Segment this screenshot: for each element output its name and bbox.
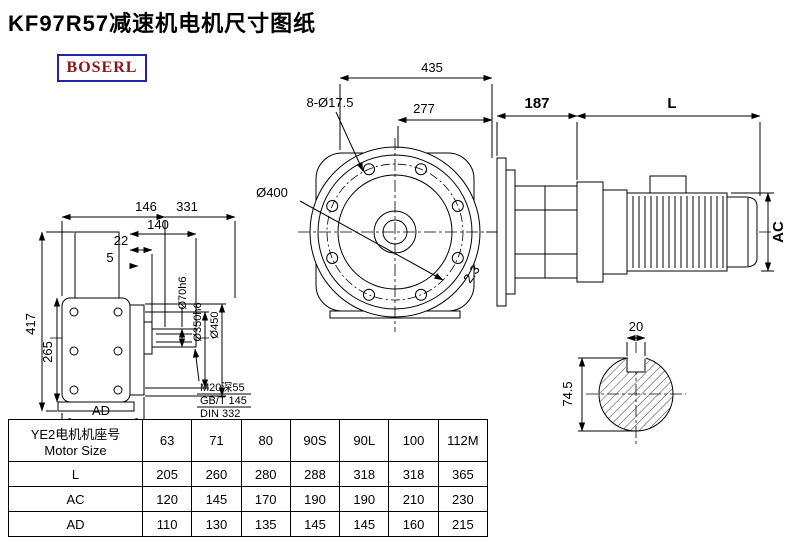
cell-L-90s: 288	[289, 461, 341, 487]
dim-L-label: L	[667, 95, 676, 112]
cell-L-90l: 318	[339, 461, 390, 487]
header-motor-size: YE2电机机座号 Motor Size	[8, 419, 143, 462]
header-size-63: 63	[141, 419, 193, 462]
dim-74-5-label: 74.5	[560, 381, 575, 406]
table-row-AC: AC 120 145 170 190 190 210 230	[8, 486, 489, 512]
cell-AD-112m: 215	[437, 511, 489, 537]
cell-L-112m: 365	[437, 461, 489, 487]
output-flange	[129, 304, 145, 396]
dim-5-label: 5	[106, 250, 113, 265]
dim-22-label: 22	[114, 233, 128, 248]
cell-AD-90s: 145	[289, 511, 341, 537]
cell-AC-90l: 190	[339, 486, 390, 512]
page-title: KF97R57减速机电机尺寸图纸	[8, 11, 317, 36]
dim-20-label: 20	[629, 319, 643, 334]
gearbox-body	[514, 185, 578, 279]
header-motor-size-en: Motor Size	[44, 442, 107, 458]
side-view: 187 L AC	[486, 95, 787, 307]
shaft-section-view: 20 74.5	[560, 319, 686, 446]
header-size-80: 80	[240, 419, 291, 462]
dim-435-label: 435	[421, 60, 443, 75]
note-thread-label: M20深55	[200, 381, 245, 394]
cell-L-71: 260	[191, 461, 242, 487]
cell-L-80: 280	[240, 461, 291, 487]
table-row-AD: AD 110 130 135 145 145 160 215	[8, 511, 489, 537]
cell-AD-90l: 145	[339, 511, 390, 537]
cell-AD-63: 110	[141, 511, 193, 537]
dim-AD-label: AD	[92, 403, 110, 418]
face-bolt-holes	[69, 307, 123, 395]
output-flange-plate	[496, 157, 507, 307]
cell-AC-71: 145	[191, 486, 242, 512]
left-view: 146 331 140 22 5 417 265 AD Ø70h6	[23, 199, 251, 425]
keyway-outline	[626, 358, 646, 373]
shaft-hub	[143, 321, 153, 355]
dim-400-label: Ø400	[256, 185, 288, 200]
row-label-L: L	[8, 461, 143, 487]
leader-flange-circle	[299, 200, 444, 281]
cell-AD-71: 130	[191, 511, 242, 537]
cell-AD-100: 160	[388, 511, 439, 537]
fan-cowl	[726, 196, 758, 268]
cell-AC-112m: 230	[437, 486, 489, 512]
leader-thread-note	[192, 348, 200, 382]
housing-foot	[57, 401, 135, 412]
boserl-logo: BOSERL	[57, 54, 147, 82]
motor-adapter-flange	[576, 181, 604, 283]
header-size-100: 100	[388, 419, 439, 462]
front-view: 435 277 8-Ø17.5 Ø400 2.3	[256, 60, 498, 332]
cell-L-63: 205	[141, 461, 193, 487]
dim-417-label: 417	[23, 313, 38, 335]
row-label-AD: AD	[8, 511, 143, 537]
dim-spigot-dia-label: Ø350h6	[192, 302, 204, 341]
cell-AC-80: 170	[240, 486, 291, 512]
note-standard2-label: DIN 332	[200, 408, 240, 420]
dim-277-label: 277	[413, 101, 435, 116]
header-size-90l: 90L	[339, 419, 390, 462]
bolt-holes	[326, 163, 464, 301]
motor-size-table: YE2电机机座号 Motor Size 63 71 80 90S 90L 100…	[8, 419, 489, 537]
motor-cooling-fins	[632, 196, 724, 268]
terminal-box	[649, 175, 687, 195]
header-size-112m: 112M	[437, 419, 489, 462]
motor-endbell	[602, 189, 628, 275]
dim-bolt-holes-label: 8-Ø17.5	[307, 95, 354, 110]
table-row-L: L 205 260 280 288 318 318 365	[8, 461, 489, 487]
table-header-row: YE2电机机座号 Motor Size 63 71 80 90S 90L 100…	[8, 419, 489, 462]
dim-shaft-dia-label: Ø70h6	[177, 276, 189, 309]
flange-step	[505, 169, 516, 295]
keyway-mask	[626, 353, 646, 372]
dim-331-label: 331	[176, 199, 198, 214]
boserl-logo-text: BOSERL	[66, 59, 138, 76]
output-shaft	[151, 328, 197, 348]
dim-187-label: 187	[524, 95, 549, 112]
cell-AC-63: 120	[141, 486, 193, 512]
header-size-71: 71	[191, 419, 242, 462]
dim-flange-dia-label: Ø450	[209, 312, 221, 339]
header-motor-size-cn: YE2电机机座号	[30, 426, 121, 442]
dim-AC-label: AC	[770, 221, 787, 243]
row-label-AC: AC	[8, 486, 143, 512]
cell-AD-80: 135	[240, 511, 291, 537]
dim-265-label: 265	[40, 341, 55, 363]
leader-bolt-holes	[335, 111, 364, 172]
dim-146-label: 146	[135, 199, 157, 214]
header-size-90s: 90S	[289, 419, 341, 462]
upper-housing	[74, 231, 120, 303]
cell-AC-100: 210	[388, 486, 439, 512]
cell-L-100: 318	[388, 461, 439, 487]
cell-AC-90s: 190	[289, 486, 341, 512]
note-standard1-label: GB/T 145	[200, 395, 247, 407]
motor-body	[626, 192, 728, 272]
dim-140-label: 140	[147, 217, 169, 232]
